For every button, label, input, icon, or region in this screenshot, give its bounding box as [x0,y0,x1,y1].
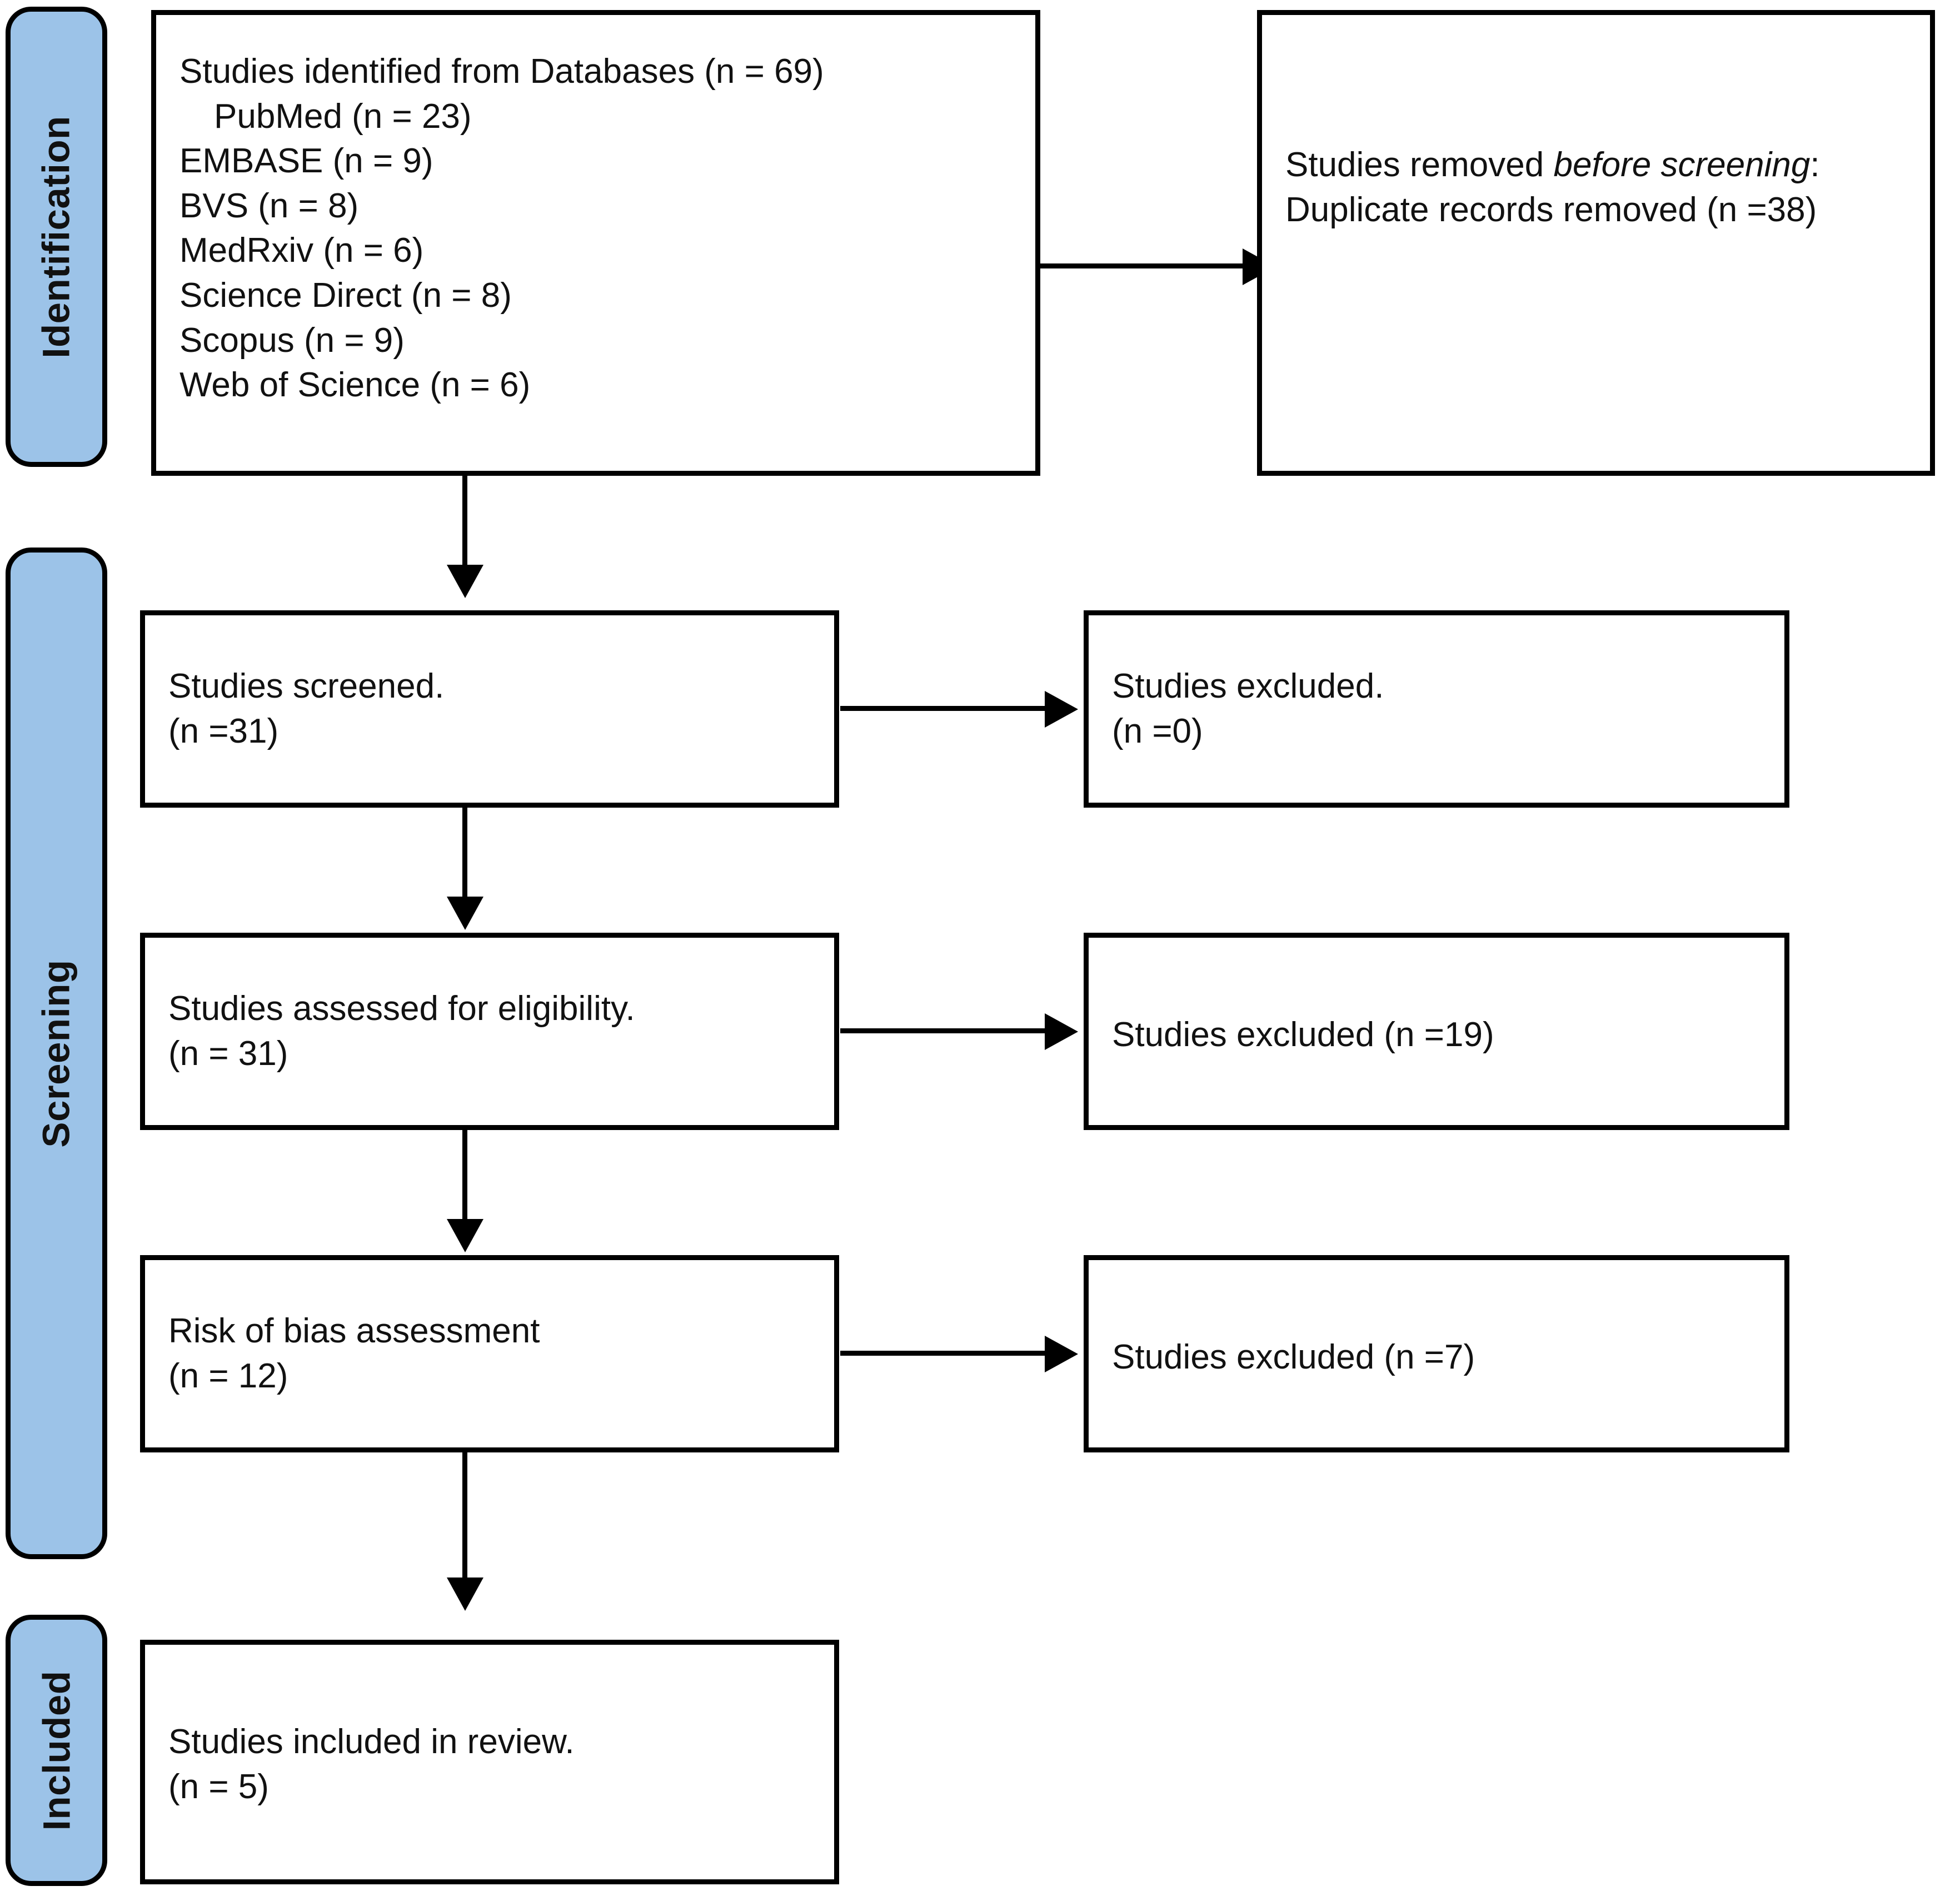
identified-source-science-direct: Science Direct (n = 8) [179,276,512,315]
removed-detail: Duplicate records removed (n =38) [1285,190,1817,229]
included-review-line-1: Studies included in review. [168,1723,575,1761]
phase-label-included: Included [35,1670,78,1830]
screened-line-1: Studies screened. [168,667,445,705]
arrow-eligibility-to-excluded [840,1012,1090,1051]
excluded-screening-line-1: Studies excluded. [1112,667,1384,705]
phase-bar-included: Included [6,1615,107,1886]
arrow-identified-to-screened [446,476,485,604]
excluded-screening-line-2: (n =0) [1112,711,1203,750]
removed-heading: Studies removed before screening: [1285,143,1907,188]
phase-label-identification: Identification [35,115,78,359]
removed-emphasis: before screening [1553,146,1811,184]
excluded-rob-line-1: Studies excluded (n =7) [1112,1338,1475,1376]
identified-source-pubmed: PubMed (n = 23) [214,97,472,136]
box-studies-screened: Studies screened. (n =31) [140,610,839,808]
arrow-eligibility-to-risk-of-bias [446,1130,485,1263]
phase-bar-screening: Screening [6,548,107,1559]
identified-source-scopus: Scopus (n = 9) [179,321,405,360]
identified-source-embase: EMBASE (n = 9) [179,142,433,181]
box-removed-before-screening: Studies removed before screening: Duplic… [1257,10,1935,476]
box-studies-excluded-risk-of-bias: Studies excluded (n =7) [1084,1255,1789,1452]
box-studies-excluded-screening: Studies excluded. (n =0) [1084,610,1789,808]
identified-heading: Studies identified from Databases (n = 6… [179,52,824,91]
arrow-risk-of-bias-to-included [446,1452,485,1630]
box-studies-excluded-eligibility: Studies excluded (n =19) [1084,933,1789,1130]
risk-of-bias-line-2: (n = 12) [168,1356,288,1395]
arrow-screened-to-excluded [840,689,1090,728]
included-review-line-2: (n = 5) [168,1767,269,1806]
identified-source-bvs: BVS (n = 8) [179,186,359,225]
arrow-identified-to-removed [1040,247,1279,286]
eligibility-line-2: (n = 31) [168,1034,288,1073]
identified-source-medrxiv: MedRxiv (n = 6) [179,231,424,270]
removed-lead: Studies removed [1285,146,1554,184]
box-assessed-for-eligibility: Studies assessed for eligibility. (n = 3… [140,933,839,1130]
eligibility-line-1: Studies assessed for eligibility. [168,989,635,1028]
box-studies-included-in-review: Studies included in review. (n = 5) [140,1640,839,1884]
phase-label-screening: Screening [35,959,78,1148]
phase-bar-identification: Identification [6,7,107,467]
box-risk-of-bias-assessment: Risk of bias assessment (n = 12) [140,1255,839,1452]
arrow-risk-of-bias-to-excluded [840,1334,1090,1373]
arrow-screened-to-eligibility [446,808,485,941]
risk-of-bias-line-1: Risk of bias assessment [168,1312,540,1350]
box-studies-identified: Studies identified from Databases (n = 6… [151,10,1040,476]
identified-source-web-of-science: Web of Science (n = 6) [179,366,531,405]
excluded-eligibility-line-1: Studies excluded (n =19) [1112,1016,1494,1054]
removed-colon: : [1810,146,1820,184]
screened-line-2: (n =31) [168,711,279,750]
